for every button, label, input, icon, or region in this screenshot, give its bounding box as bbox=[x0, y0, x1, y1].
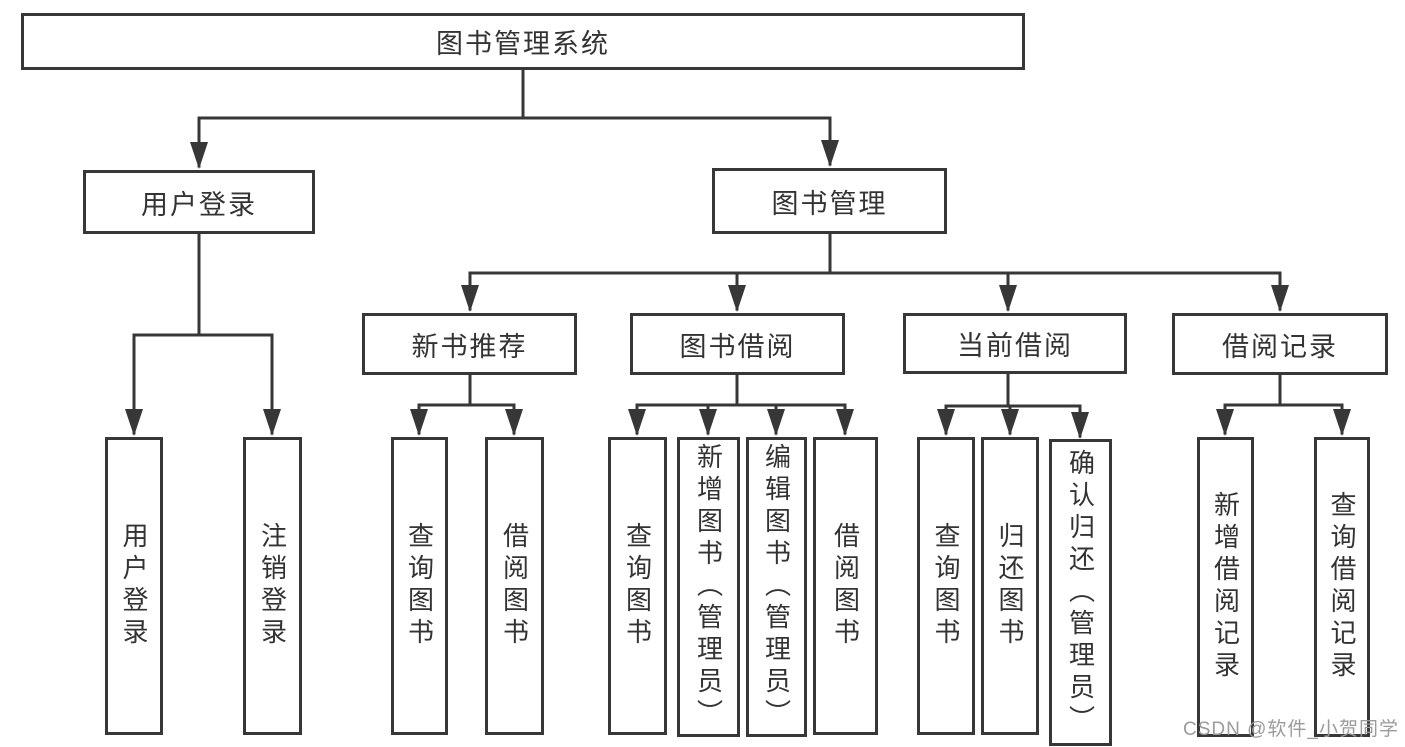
arrowhead-icon bbox=[1216, 409, 1234, 436]
arrowhead-icon bbox=[461, 285, 479, 312]
arrowhead-icon bbox=[836, 409, 854, 436]
node-book-management-branch: 图书管理 bbox=[712, 168, 947, 234]
node-label: 新增借阅记录 bbox=[1210, 491, 1241, 683]
node-label: 用户登录 bbox=[119, 522, 149, 650]
node-label: 查询图书 bbox=[404, 522, 435, 650]
arrowhead-icon bbox=[699, 409, 717, 436]
node-user-login-branch: 用户登录 bbox=[83, 170, 315, 234]
arrowhead-icon bbox=[263, 409, 281, 436]
leaf-borrow-edit-admin: 编辑图书（管理员） bbox=[746, 437, 807, 737]
node-label: 新书推荐 bbox=[411, 331, 528, 362]
arrowhead-icon bbox=[1071, 412, 1089, 439]
node-label: 图书借阅 bbox=[679, 331, 796, 362]
arrowhead-icons bbox=[125, 140, 1351, 439]
node-new-book-recommend: 新书推荐 bbox=[362, 313, 577, 375]
node-label: 图书管理 bbox=[771, 188, 888, 219]
node-label: 编辑图书（管理员） bbox=[761, 443, 792, 731]
node-borrow-records: 借阅记录 bbox=[1172, 313, 1388, 375]
node-label: 用户登录 bbox=[141, 189, 257, 220]
arrowhead-icon bbox=[999, 285, 1017, 312]
node-book-borrow: 图书借阅 bbox=[630, 313, 845, 375]
arrowhead-icon bbox=[937, 409, 955, 436]
node-label: 当前借阅 bbox=[957, 331, 1073, 361]
leaf-borrow-book: 借阅图书 bbox=[813, 437, 878, 735]
connector-group bbox=[132, 68, 1344, 438]
node-label: 图书管理系统 bbox=[436, 29, 610, 59]
node-label: 注销登录 bbox=[257, 522, 288, 650]
arrowhead-icon bbox=[190, 142, 208, 169]
arrowhead-icon bbox=[1333, 409, 1351, 436]
leaf-return-book: 归还图书 bbox=[981, 437, 1039, 735]
arrowhead-icon bbox=[1001, 409, 1019, 436]
node-label: 借阅图书 bbox=[499, 522, 530, 650]
arrowhead-icon bbox=[767, 409, 785, 436]
csdn-watermark: CSDN @软件_小贺同学 bbox=[1183, 719, 1399, 740]
leaf-record-query: 查询借阅记录 bbox=[1314, 437, 1370, 737]
node-label: 借阅图书 bbox=[830, 522, 861, 650]
arrowhead-icon bbox=[728, 285, 746, 312]
arrowhead-icon bbox=[821, 140, 839, 167]
leaf-borrow-add-admin: 新增图书（管理员） bbox=[677, 437, 740, 737]
node-label: 查询借阅记录 bbox=[1327, 491, 1357, 683]
leaf-user-login: 用户登录 bbox=[105, 437, 163, 735]
leaf-confirm-return-admin: 确认归还（管理员） bbox=[1049, 439, 1112, 746]
leaf-record-add: 新增借阅记录 bbox=[1197, 437, 1254, 737]
leaf-newbook-borrow: 借阅图书 bbox=[485, 437, 544, 735]
node-current-borrow: 当前借阅 bbox=[903, 313, 1127, 374]
arrowhead-icon bbox=[125, 409, 143, 436]
leaf-logout: 注销登录 bbox=[243, 437, 302, 735]
arrowhead-icon bbox=[410, 409, 428, 436]
node-label: 新增图书（管理员） bbox=[693, 443, 724, 731]
node-label: 查询图书 bbox=[622, 522, 653, 650]
node-label: 确认归还（管理员） bbox=[1065, 448, 1096, 737]
node-label: 归还图书 bbox=[995, 522, 1025, 650]
node-root-system: 图书管理系统 bbox=[21, 13, 1025, 70]
node-label: 查询图书 bbox=[931, 522, 961, 650]
node-label: 借阅记录 bbox=[1222, 331, 1338, 362]
leaf-newbook-query: 查询图书 bbox=[391, 437, 448, 735]
leaf-borrow-query: 查询图书 bbox=[608, 437, 667, 735]
arrowhead-icon bbox=[1271, 285, 1289, 312]
leaf-current-query: 查询图书 bbox=[917, 437, 975, 735]
arrowhead-icon bbox=[505, 409, 523, 436]
arrowhead-icon bbox=[628, 409, 646, 436]
